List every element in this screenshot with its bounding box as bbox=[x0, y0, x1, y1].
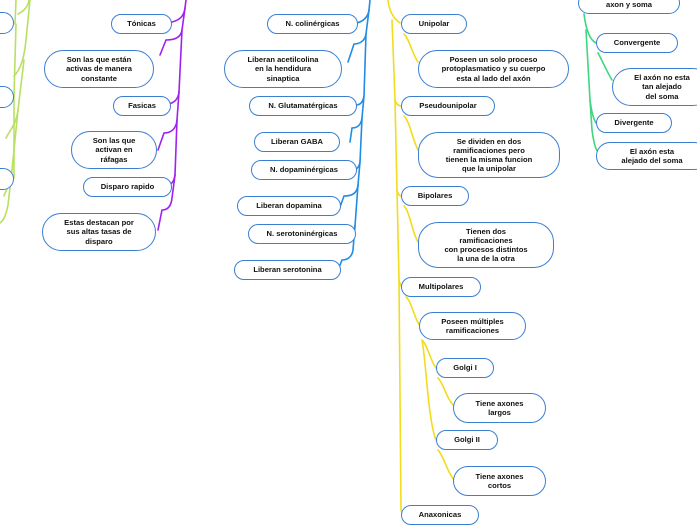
node-golgi-ii[interactable]: Golgi II bbox=[436, 430, 498, 450]
node-fasicas-desc[interactable]: Son las que activan en ráfagas bbox=[71, 131, 157, 169]
node-pseudounipolar-desc[interactable]: Se dividen en dos ramificaciones pero ti… bbox=[418, 132, 560, 178]
node-unipolar-desc[interactable]: Poseen un solo proceso protoplasmatico y… bbox=[418, 50, 569, 88]
node-multipolares[interactable]: Multipolares bbox=[401, 277, 481, 297]
lime-branch-lines bbox=[0, 0, 31, 224]
node-bipolares[interactable]: Bipolares bbox=[401, 186, 469, 206]
node-pseudounipolar[interactable]: Pseudounipolar bbox=[401, 96, 495, 116]
node-dopamina[interactable]: Liberan dopamina bbox=[237, 196, 341, 216]
node-divergente[interactable]: Divergente bbox=[596, 113, 672, 133]
node-golgi-ii-desc[interactable]: Tiene axones cortos bbox=[453, 466, 546, 496]
node-fasicas[interactable]: Fasicas bbox=[113, 96, 171, 116]
node-multipolares-desc[interactable]: Poseen múltiples ramificaciones bbox=[419, 312, 526, 340]
blue-branch-lines bbox=[337, 0, 371, 271]
node-anaxonicas[interactable]: Anaxonicas bbox=[401, 505, 479, 525]
node-convergente[interactable]: Convergente bbox=[596, 33, 678, 53]
node-convergente-desc[interactable]: El axón no esta tan alejado del soma bbox=[612, 68, 697, 106]
node-divergente-desc[interactable]: El axón esta alejado del soma bbox=[596, 142, 697, 170]
node-gaba[interactable]: Liberan GABA bbox=[254, 132, 340, 152]
node-dopaminergicas[interactable]: N. dopaminérgicas bbox=[251, 160, 357, 180]
node-bipolares-desc[interactable]: Tienen dos ramificaciones con procesos d… bbox=[418, 222, 554, 268]
node-axon-soma[interactable]: axon y soma bbox=[578, 0, 680, 14]
node-golgi-i-desc[interactable]: Tiene axones largos bbox=[453, 393, 546, 423]
node-disparo-desc[interactable]: Estas destacan por sus altas tasas de di… bbox=[42, 213, 156, 251]
node-serotonina[interactable]: Liberan serotonina bbox=[234, 260, 341, 280]
node-golgi-i[interactable]: Golgi I bbox=[436, 358, 494, 378]
node-disparo-rapido[interactable]: Disparo rapido bbox=[83, 177, 172, 197]
node-glutamatergicas[interactable]: N. Glutamatérgicas bbox=[249, 96, 357, 116]
node-tonicas[interactable]: Tónicas bbox=[111, 14, 172, 34]
node-colinergicas[interactable]: N. colinérgicas bbox=[267, 14, 358, 34]
node-serotoninergicas[interactable]: N. serotoninérgicas bbox=[248, 224, 356, 244]
node-tonicas-desc[interactable]: Son las que están activas de manera cons… bbox=[44, 50, 154, 88]
node-unipolar[interactable]: Unipolar bbox=[401, 14, 467, 34]
node-colinergicas-desc[interactable]: Liberan acetilcolina en la hendidura sin… bbox=[224, 50, 342, 88]
